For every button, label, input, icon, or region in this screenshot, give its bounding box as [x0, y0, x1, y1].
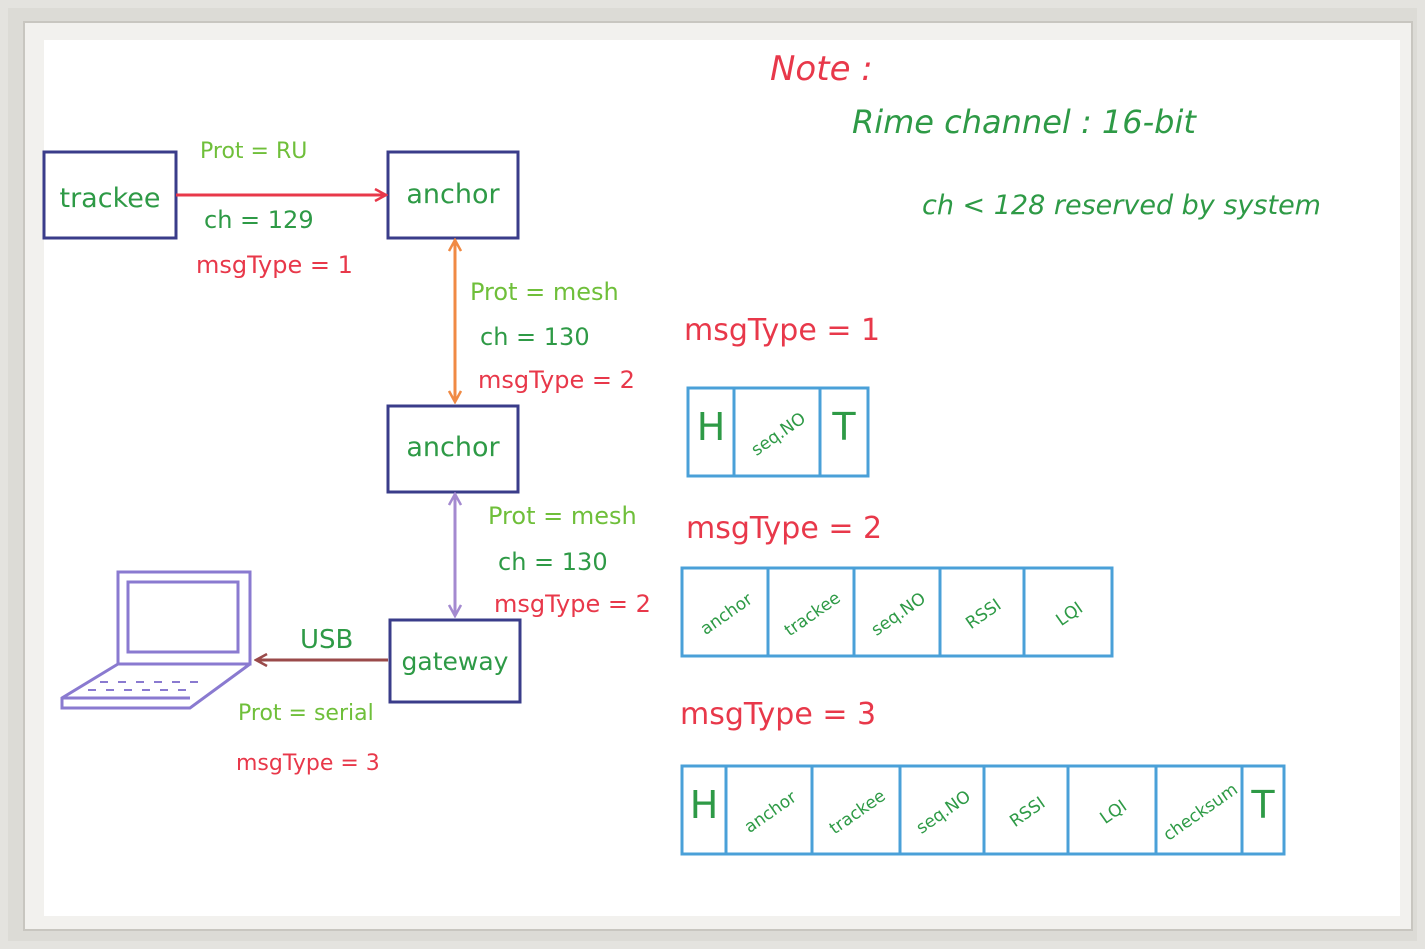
- note-line-reserved: ch < 128 reserved by system: [922, 190, 1321, 221]
- type3-field-label: T: [1250, 783, 1275, 827]
- board-surface: [44, 40, 1400, 916]
- gateway-node: gateway: [388, 618, 522, 704]
- link4-prot: Prot = serial: [238, 701, 374, 726]
- link2-msgtype: msgType = 2: [478, 366, 635, 394]
- link4-usb: USB: [300, 625, 353, 655]
- link3-prot: Prot = mesh: [488, 502, 637, 530]
- note-heading: Note :: [770, 49, 873, 89]
- format1-title: msgType = 1: [684, 313, 880, 348]
- type2-field-cell: [1022, 566, 1114, 658]
- trackee-node: trackee: [42, 150, 178, 240]
- format3-title: msgType = 3: [680, 697, 876, 732]
- link3-ch: ch = 130: [498, 548, 608, 576]
- note-line-channel: Rime channel : 16-bit: [852, 103, 1197, 141]
- link3-msgtype: msgType = 2: [494, 590, 651, 618]
- link4-msgtype: msgType = 3: [236, 751, 380, 776]
- link1-prot: Prot = RU: [200, 139, 307, 164]
- type1-field-label: T: [831, 405, 856, 449]
- type3-field-label: H: [690, 783, 719, 827]
- type1-field-cell: [818, 386, 870, 478]
- link1-msgtype: msgType = 1: [196, 251, 353, 279]
- gateway-label: gateway: [402, 647, 509, 676]
- type1-field-label: H: [697, 405, 726, 449]
- trackee-label: trackee: [60, 183, 161, 214]
- laptop-icon: [60, 570, 252, 710]
- link1-ch: ch = 129: [204, 206, 314, 234]
- format2-title: msgType = 2: [686, 511, 882, 546]
- link2-ch: ch = 130: [480, 323, 590, 351]
- anchor-node-middle: anchor: [386, 404, 520, 494]
- link2-prot: Prot = mesh: [470, 278, 619, 306]
- type3-field-cell: [1240, 764, 1286, 856]
- anchor-middle-label: anchor: [406, 432, 500, 463]
- anchor-top-label: anchor: [406, 179, 500, 210]
